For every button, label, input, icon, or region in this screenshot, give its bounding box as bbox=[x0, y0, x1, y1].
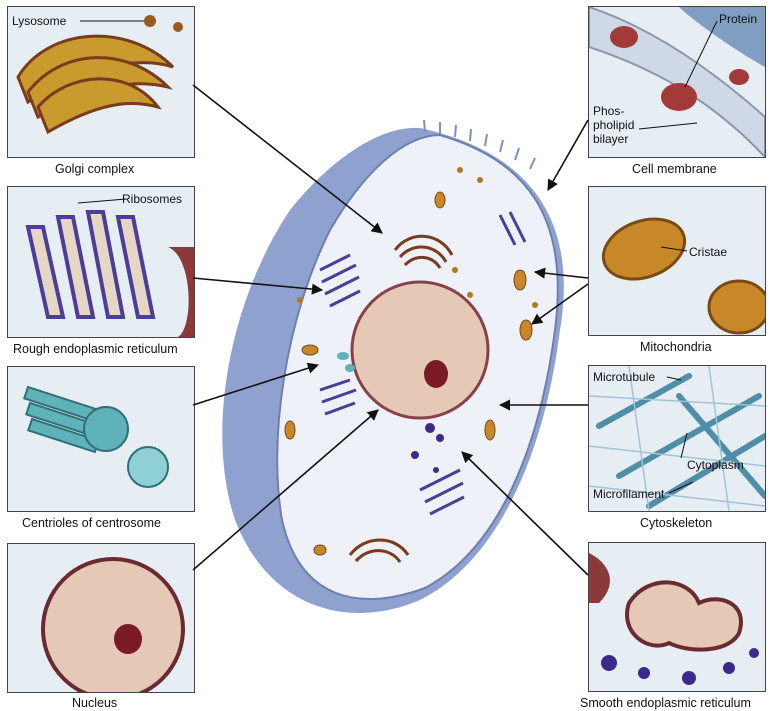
caption-rough-er: Rough endoplasmic reticulum bbox=[13, 342, 178, 356]
nucleolus bbox=[424, 360, 448, 388]
caption-centrioles: Centrioles of centrosome bbox=[22, 516, 161, 530]
centriole-cross-section bbox=[128, 447, 168, 487]
smooth-er-tubules bbox=[627, 582, 741, 649]
lysosome bbox=[144, 15, 156, 27]
mitochondrion-small bbox=[709, 281, 765, 333]
label-phos-3: bilayer bbox=[593, 132, 628, 146]
golgi-panel: Lysosome bbox=[7, 6, 195, 158]
centrioles-panel bbox=[7, 366, 195, 512]
nucleus-panel bbox=[7, 543, 195, 693]
cytoskeleton-panel: Microtubule Cytoplasm Microfilament bbox=[588, 365, 766, 512]
label-phos-1: Phos- bbox=[593, 104, 624, 118]
membrane-panel: Protein Phos- pholipid bilayer bbox=[588, 6, 766, 158]
mitochondria-panel: Cristae bbox=[588, 186, 766, 336]
label-protein: Protein bbox=[719, 12, 757, 26]
smooth-er-vesicles bbox=[601, 648, 759, 685]
nucleus bbox=[352, 282, 488, 418]
nucleus-detail bbox=[43, 559, 183, 692]
centriole-barrel bbox=[24, 387, 128, 452]
label-microtubule: Microtubule bbox=[593, 370, 655, 384]
nucleolus-detail bbox=[114, 624, 142, 654]
membrane-protein bbox=[661, 83, 697, 111]
label-ribosomes: Ribosomes bbox=[122, 192, 182, 206]
golgi-stack bbox=[18, 36, 173, 132]
label-phos-2: pholipid bbox=[593, 118, 634, 132]
caption-smooth-er: Smooth endoplasmic reticulum bbox=[580, 696, 751, 710]
caption-cytoskeleton: Cytoskeleton bbox=[640, 516, 712, 530]
label-lysosome: Lysosome bbox=[12, 14, 67, 28]
smooth-er-panel bbox=[588, 542, 766, 692]
caption-nucleus: Nucleus bbox=[72, 696, 117, 710]
rough-er-sheets bbox=[28, 212, 153, 317]
label-cristae: Cristae bbox=[689, 245, 727, 259]
label-microfilament: Microfilament bbox=[593, 487, 665, 501]
caption-golgi: Golgi complex bbox=[55, 162, 134, 176]
label-cytoplasm: Cytoplasm bbox=[687, 458, 744, 472]
rough-er-panel: Ribosomes bbox=[7, 186, 195, 338]
mitochondrion-large bbox=[595, 208, 693, 289]
caption-mitochondria: Mitochondria bbox=[640, 340, 712, 354]
caption-membrane: Cell membrane bbox=[632, 162, 717, 176]
